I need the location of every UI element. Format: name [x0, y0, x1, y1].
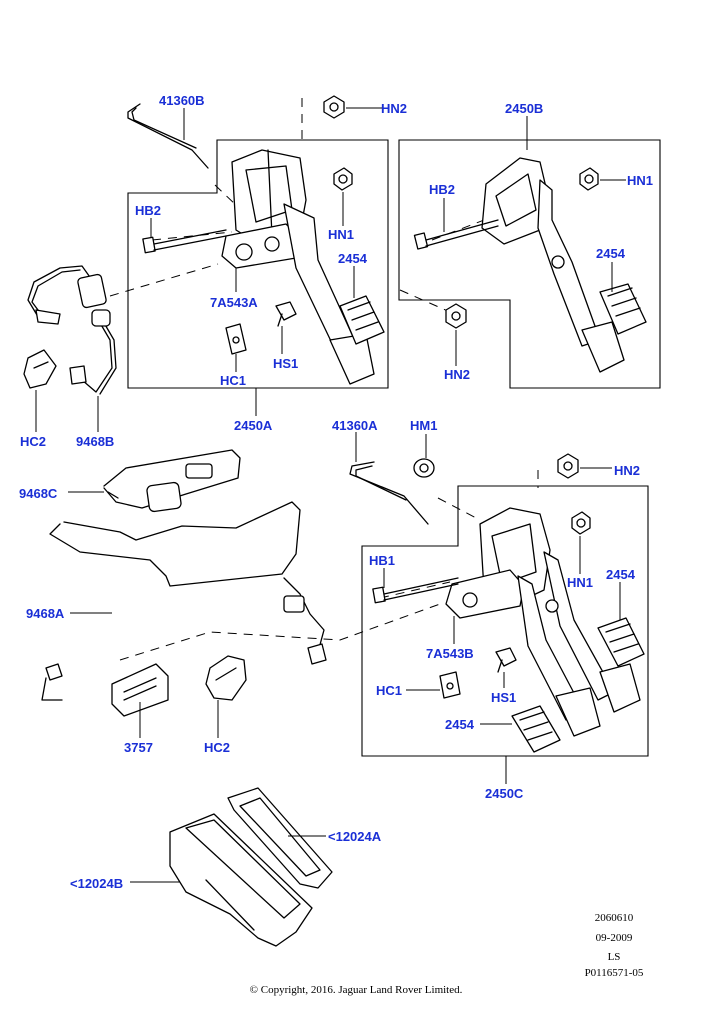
clip-HC1-left: [225, 323, 247, 355]
bolt-HS1-left: [275, 301, 297, 327]
label-HN2-lower: HN2: [614, 463, 640, 478]
label-HM1: HM1: [410, 418, 437, 433]
group-leaders: [35, 107, 626, 883]
label-HB2-right: HB2: [429, 182, 455, 197]
label-HN1-lower: HN1: [567, 575, 593, 590]
label-41360B-top: 41360B: [159, 93, 205, 108]
clip-HC1-lower: [439, 671, 461, 699]
label-HC2-left: HC2: [20, 434, 46, 449]
reference-block: 2060610 09-2009 LS P0116571-05 © Copyrig…: [250, 912, 644, 996]
label-9468C: 9468C: [19, 486, 58, 501]
clip-HC2-lower: [205, 655, 247, 701]
nut-HN1-lower: [571, 511, 591, 535]
group-dashes: [109, 98, 539, 661]
group-callouts: 41360B HN2 2450B HB2 HN1 2454 7A543A HS1…: [19, 93, 653, 891]
pedal-box-2450B: [481, 157, 647, 373]
label-7A543A: 7A543A: [210, 295, 258, 310]
nut-HN2-top: [323, 95, 345, 119]
hose-9468C: [103, 449, 241, 513]
dash-line: [399, 289, 451, 313]
ref-date: 09-2009: [596, 932, 633, 944]
nut-HN2-mid: [445, 303, 467, 329]
label-HC1-left: HC1: [220, 373, 246, 388]
label-9468A: 9468A: [26, 606, 65, 621]
grommet-HM1: [413, 458, 435, 478]
label-2450B: 2450B: [505, 101, 543, 116]
label-HC2-lower: HC2: [204, 740, 230, 755]
group-frames: [127, 139, 661, 757]
ref-code: 2060610: [595, 912, 634, 924]
label-HS1-left: HS1: [273, 356, 298, 371]
pipe-41360A: [349, 461, 429, 525]
footrest-12024A: [227, 787, 333, 889]
pedal-box-2450A: [221, 149, 385, 385]
label-3757: 3757: [124, 740, 153, 755]
hose-9468B: [27, 265, 117, 395]
footrest-12024B: [169, 813, 313, 947]
label-HN2-mid: HN2: [444, 367, 470, 382]
label-HB1: HB1: [369, 553, 395, 568]
ref-illustration: P0116571-05: [585, 967, 644, 979]
bolt-HB1: [372, 577, 459, 604]
label-9468B: 9468B: [76, 434, 114, 449]
label-HC1-lower: HC1: [376, 683, 402, 698]
label-12024A: <12024A: [328, 829, 382, 844]
frame-2450A: [127, 139, 389, 389]
frame-2450B: [398, 139, 661, 389]
label-2450A: 2450A: [234, 418, 273, 433]
ref-model: LS: [608, 951, 621, 963]
dash-line: [379, 581, 451, 599]
label-HS1-lower: HS1: [491, 690, 516, 705]
label-41360A: 41360A: [332, 418, 378, 433]
label-HN2-top: HN2: [381, 101, 407, 116]
label-HN1-right: HN1: [627, 173, 653, 188]
label-2450C: 2450C: [485, 786, 524, 801]
dash-line: [109, 263, 219, 297]
nut-HN1-left: [333, 167, 353, 191]
pipe-41360B: [127, 103, 209, 169]
pipe-9468A: [41, 501, 327, 701]
copyright-notice: © Copyright, 2016. Jaguar Land Rover Lim…: [250, 984, 463, 996]
dash-line: [437, 497, 481, 521]
label-12024B: <12024B: [70, 876, 123, 891]
frame-2450C: [361, 485, 649, 757]
label-HN1-left: HN1: [328, 227, 354, 242]
pedal-box-2450C: [445, 507, 645, 753]
label-HB2-left: HB2: [135, 203, 161, 218]
bolt-HS1-lower: [495, 647, 517, 673]
label-2454-right: 2454: [596, 246, 626, 261]
label-2454-lower-r: 2454: [606, 567, 636, 582]
dash-line: [119, 603, 441, 661]
label-7A543B: 7A543B: [426, 646, 474, 661]
nut-HN1-right: [579, 167, 599, 191]
bolt-HB2-right: [413, 219, 499, 250]
clip-HC2-left: [23, 349, 57, 389]
nut-HN2-lower: [557, 453, 579, 479]
sensor-3757: [111, 663, 169, 717]
bolt-HB2-left: [142, 229, 227, 254]
label-2454-left: 2454: [338, 251, 368, 266]
label-2454-lower: 2454: [445, 717, 475, 732]
